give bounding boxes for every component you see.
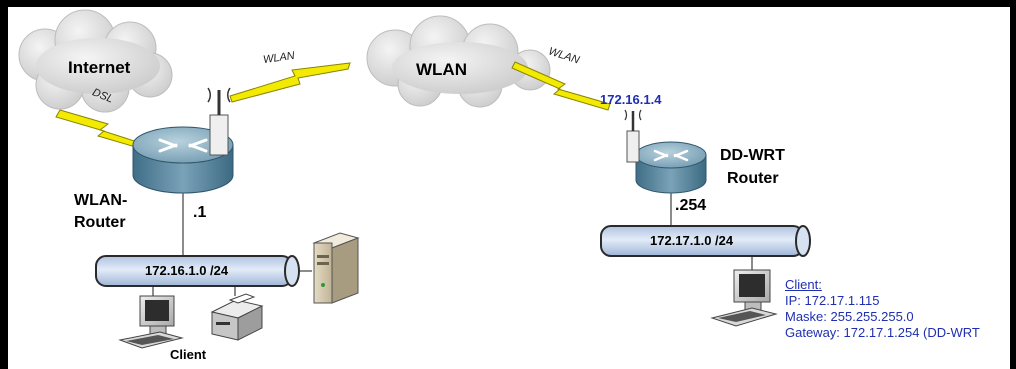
client-info-ip: IP: 172.17.1.115 bbox=[785, 293, 880, 308]
client-pc-icon-left bbox=[118, 295, 184, 349]
frame-left bbox=[0, 0, 8, 369]
wlan-link-left bbox=[229, 62, 351, 103]
bus-left bbox=[95, 255, 300, 287]
client-info-title: Client: bbox=[785, 277, 822, 292]
printer-icon bbox=[210, 293, 264, 341]
network-right-label: 172.17.1.0 /24 bbox=[650, 233, 734, 248]
ddwrt-label-line1: DD-WRT bbox=[720, 147, 785, 164]
ddwrt-ip-suffix: .254 bbox=[675, 197, 707, 214]
client-left-label: Client bbox=[170, 347, 207, 362]
client-info-gateway: Gateway: 172.17.1.254 (DD-WRT bbox=[785, 325, 980, 340]
server-icon bbox=[312, 232, 360, 304]
client-pc-icon-right bbox=[710, 269, 778, 327]
wlan-link-right bbox=[511, 61, 611, 111]
network-left-label: 172.16.1.0 /24 bbox=[145, 263, 229, 278]
wlan-router-label-line2: Router bbox=[74, 214, 126, 231]
wlan-router-label-line1: WLAN- bbox=[74, 192, 128, 209]
wlan-router-icon bbox=[132, 87, 234, 194]
ddwrt-wlan-ip: 172.16.1.4 bbox=[600, 92, 662, 107]
frame-top bbox=[0, 0, 1016, 7]
frame-right bbox=[1010, 0, 1016, 369]
internet-label: Internet bbox=[68, 58, 131, 77]
client-info-mask: Maske: 255.255.255.0 bbox=[785, 309, 914, 324]
wlan-cloud bbox=[366, 15, 551, 108]
wlan-router-ip-suffix: .1 bbox=[193, 204, 207, 221]
wlan-cloud-label: WLAN bbox=[416, 60, 467, 79]
ddwrt-router-icon bbox=[624, 109, 707, 194]
ddwrt-label-line2: Router bbox=[727, 170, 779, 187]
internet-cloud bbox=[18, 9, 173, 113]
bus-right bbox=[600, 225, 811, 257]
